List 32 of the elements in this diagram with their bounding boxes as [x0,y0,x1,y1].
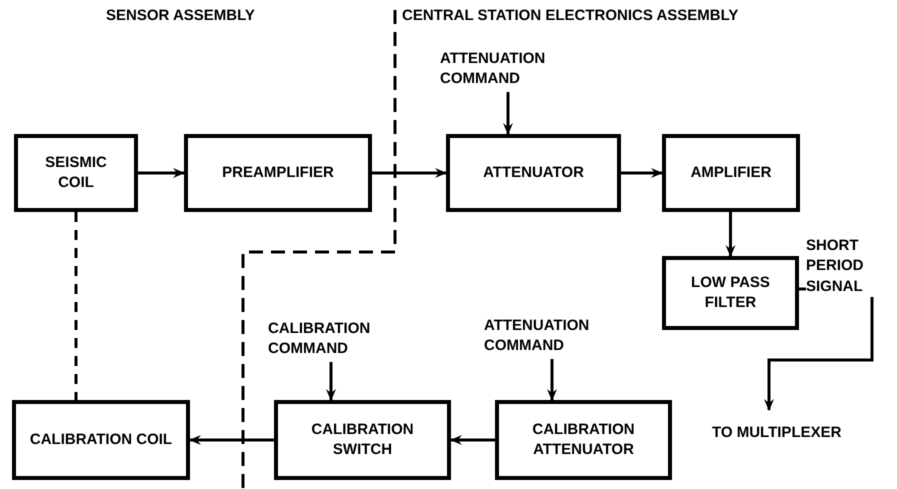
arrow [326,362,336,401]
process-box [495,400,672,480]
section-label: CENTRAL STATION ELECTRONICS ASSEMBLY [402,6,738,26]
box-label: ATTENUATOR [483,162,584,183]
arrow [547,359,557,401]
arrow [621,168,663,178]
signal-label: ATTENUATION COMMAND [484,316,590,356]
arrow [138,168,185,178]
process-box [662,134,800,212]
box-label: CALIBRATION SWITCH [310,420,415,460]
process-box [14,134,138,212]
dashed-connector [74,212,78,400]
box-label: SEISMIC COIL [44,152,108,193]
box-label: CALIBRATION COIL [30,430,172,450]
arrow [503,92,513,135]
process-box [446,134,621,212]
process-box [184,134,372,212]
process-box [12,400,190,480]
arrow [189,435,274,445]
box-label: LOW PASS FILTER [690,272,771,313]
box-label: PREAMPLIFIER [222,162,334,183]
arrow [372,168,447,178]
signal-label: CALIBRATION COMMAND [268,318,372,359]
signal-label: TO MULTIPLEXER [712,422,842,443]
arrow [726,212,736,257]
process-box [662,256,799,330]
box-label: AMPLIFIER [690,162,772,183]
process-box [274,400,451,480]
box-label: CALIBRATION ATTENUATOR [531,420,636,460]
signal-label: ATTENUATION COMMAND [440,48,546,89]
arrow [450,435,495,445]
section-label: SENSOR ASSEMBLY [106,6,255,26]
